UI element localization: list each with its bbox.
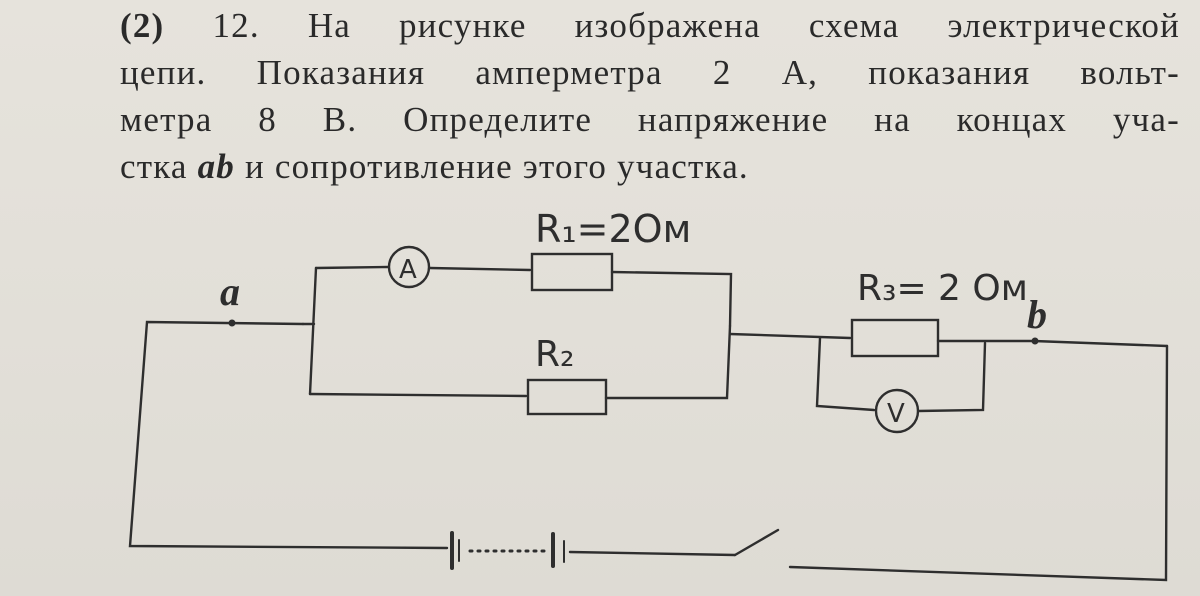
problem-number: 12. <box>212 6 260 45</box>
wire-top-1 <box>314 265 390 270</box>
wire-bottom-branch-2 <box>604 324 732 400</box>
wire-bottom-right <box>788 344 1169 582</box>
problem-line-3: метра 8 В. Определите напряжение на конц… <box>120 100 1180 139</box>
problem-line-2: цепи. Показания амперметра 2 А, показани… <box>120 53 1180 92</box>
resistor-r1 <box>530 252 614 292</box>
segment-ab-label: ab <box>197 147 235 186</box>
label-r1: R₁=2Ом <box>535 207 691 251</box>
problem-line-4-post: и сопротивление этого участка. <box>235 147 749 186</box>
wire-v-right <box>916 341 987 413</box>
problem-text: (2) 12. На рисунке изображена схема элек… <box>120 2 1180 190</box>
problem-line-1-text: На рисунке изображена схема электрическо… <box>307 6 1181 45</box>
label-r3: R₃= 2 Ом <box>857 268 1028 309</box>
voltmeter-symbol: V <box>887 399 905 429</box>
node-b <box>1031 337 1039 345</box>
wire-v-left <box>815 336 876 412</box>
resistor-r2 <box>526 378 608 416</box>
node-a <box>228 319 236 327</box>
label-a: a <box>220 269 240 314</box>
resistor-r3 <box>850 318 940 358</box>
problem-line-4-pre: стка <box>120 147 198 186</box>
label-b: b <box>1027 292 1047 337</box>
wire-left-vertical <box>308 266 318 396</box>
ammeter <box>387 245 431 289</box>
problem-line-1: (2) 12. На рисунке изображена схема элек… <box>120 2 1180 49</box>
label-r2: R₂ <box>535 334 574 375</box>
wire-top-3 <box>610 270 733 328</box>
ammeter-symbol: A <box>399 255 417 285</box>
switch-blade <box>733 528 780 557</box>
wire-left-outer <box>128 320 449 550</box>
wire-b-right <box>1032 339 1169 348</box>
wire-bottom-mid <box>568 550 737 557</box>
problem-marker: (2) <box>120 6 165 45</box>
problem-line-4: стка ab и сопротивление этого участка. <box>120 143 1180 190</box>
wire-top-2 <box>428 266 532 272</box>
wire-bottom-branch-1 <box>308 392 528 398</box>
wire-middle <box>728 332 852 340</box>
